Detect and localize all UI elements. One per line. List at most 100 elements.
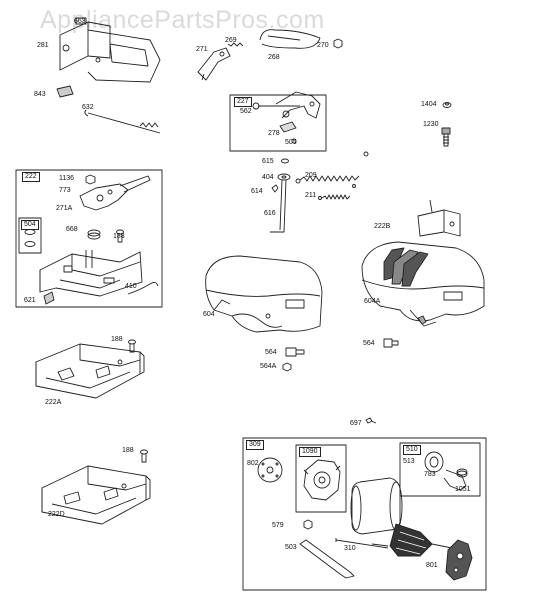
part-label-773: 773 (59, 187, 71, 194)
part-label-188-middle: 188 (111, 336, 123, 343)
box-label-510: 510 (403, 445, 421, 455)
screw-188a (116, 229, 124, 243)
part-label-843: 843 (34, 91, 46, 98)
part-label-513: 513 (403, 458, 415, 465)
part-label-621: 621 (24, 297, 36, 304)
drive-510 (424, 451, 468, 491)
part-label-505: 505 (285, 139, 297, 146)
screw-188b (128, 339, 136, 353)
nut-1136 (85, 174, 96, 185)
group-box-510 (399, 442, 481, 497)
bracket-222B (417, 199, 461, 237)
part-label-1404: 1404 (421, 101, 437, 108)
part-label-278: 278 (268, 130, 280, 137)
part-label-697: 697 (350, 420, 362, 427)
part-label-222D: 222D (48, 511, 65, 518)
wire-410 (127, 281, 159, 295)
spring-269 (227, 42, 244, 47)
bracket-503 (299, 539, 355, 579)
part-label-615: 615 (262, 158, 274, 165)
part-label-188-top: 188 (113, 233, 125, 240)
part-label-1051: 1051 (455, 486, 471, 493)
blower-housing-604 (205, 255, 323, 333)
part-label-209: 209 (305, 172, 317, 179)
part-label-614: 614 (251, 188, 263, 195)
rod-616 (270, 179, 287, 233)
nut-564A (282, 362, 292, 372)
screw-564-center (285, 347, 305, 357)
grommet-668 (87, 229, 101, 240)
part-label-604: 604 (203, 311, 215, 318)
part-label-668: 668 (66, 226, 78, 233)
part-label-663: 663 (74, 18, 86, 25)
part-label-562: 562 (240, 108, 252, 115)
washers-504 (24, 229, 36, 247)
part-label-270: 270 (317, 42, 329, 49)
box-label-309: 309 (246, 440, 264, 450)
part-label-579: 579 (272, 522, 284, 529)
screw-188c (140, 449, 148, 463)
lever-271 (197, 47, 231, 81)
group-box-1090 (295, 444, 347, 513)
part-label-802: 802 (247, 460, 259, 467)
bracket-621 (39, 250, 143, 305)
lever-773-271A (79, 175, 151, 211)
part-label-281: 281 (37, 42, 49, 49)
part-label-1136: 1136 (59, 175, 75, 182)
washer-404 (277, 173, 291, 181)
part-label-632: 632 (82, 104, 94, 111)
part-label-404: 404 (262, 174, 274, 181)
box-label-504: 504 (21, 220, 39, 230)
part-label-604A: 604A (364, 298, 381, 305)
box-label-227: 227 (234, 97, 252, 107)
part-label-222B: 222B (374, 223, 391, 230)
part-label-268: 268 (268, 54, 280, 61)
bracket-281 (59, 17, 161, 83)
group-box-504 (18, 217, 42, 254)
part-label-271: 271 (196, 46, 208, 53)
part-label-222A: 222A (45, 399, 62, 406)
blower-housing-604A (361, 241, 485, 327)
part-label-564-center: 564 (265, 349, 277, 356)
part-label-616: 616 (264, 210, 276, 217)
part-label-188-bottom: 188 (122, 447, 134, 454)
nut-270 (333, 38, 343, 49)
part-label-271A: 271A (56, 205, 73, 212)
plate-802 (257, 457, 283, 483)
part-label-783: 783 (424, 471, 436, 478)
washer-1404 (442, 102, 452, 108)
end-cap-1090 (303, 459, 341, 501)
part-label-310: 310 (344, 545, 356, 552)
part-label-503: 503 (285, 544, 297, 551)
box-label-1090: 1090 (299, 447, 321, 457)
part-label-564-right: 564 (363, 340, 375, 347)
pad-843 (56, 85, 74, 98)
brush-plate-801 (445, 539, 473, 581)
screw-564-right (383, 338, 399, 348)
base-222D (41, 465, 151, 525)
base-222A (35, 343, 145, 399)
part-label-564A: 564A (260, 363, 277, 370)
box-label-222: 222 (22, 172, 40, 182)
stud-1230 (441, 127, 451, 147)
group-box-309 (242, 437, 487, 591)
part-label-801: 801 (426, 562, 438, 569)
armature (371, 523, 453, 557)
screw-697 (365, 417, 377, 424)
watermark: AppliancePartsPros.com (40, 6, 325, 34)
pin-614 (271, 184, 279, 193)
spring-209 (295, 151, 369, 184)
part-label-211: 211 (305, 192, 317, 199)
group-box-222 (15, 169, 163, 308)
part-label-269: 269 (225, 37, 237, 44)
cable-268 (259, 29, 321, 49)
part-label-410: 410 (125, 283, 137, 290)
washer-615 (281, 158, 289, 164)
spring-211 (318, 184, 356, 200)
nut-579 (303, 519, 313, 530)
part-label-1230: 1230 (423, 121, 439, 128)
starter-housing (350, 477, 403, 535)
lever-562 (252, 91, 321, 144)
